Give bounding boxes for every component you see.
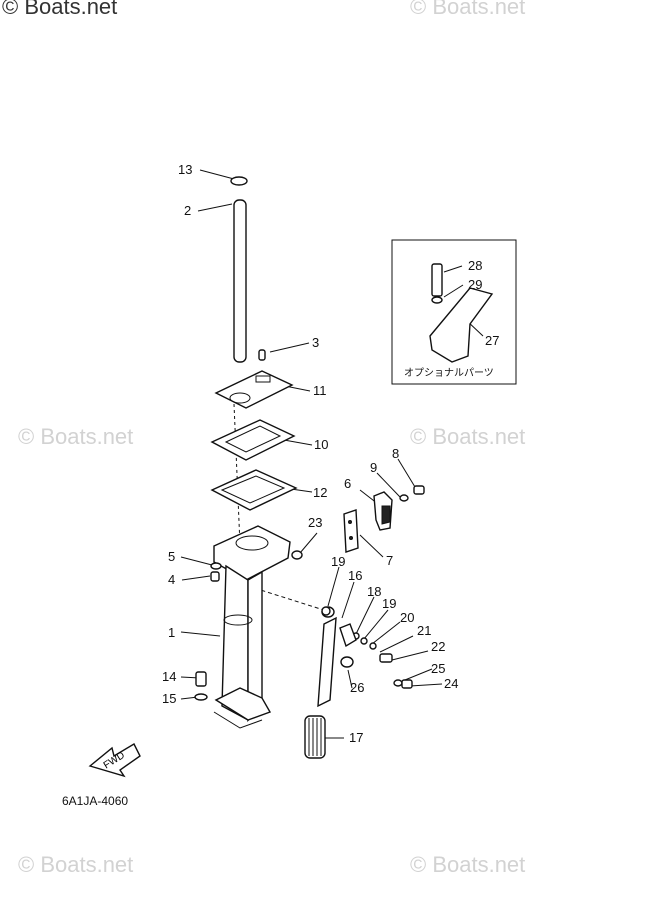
part-19-washer-a (321, 606, 331, 616)
part-15-washer (194, 693, 208, 701)
callout-19-a: 19 (331, 554, 345, 569)
callout-26: 26 (350, 680, 364, 695)
part-21-washer (369, 642, 377, 650)
part-5-washer (210, 562, 222, 570)
callout-8: 8 (392, 446, 399, 461)
callout-25: 25 (431, 661, 445, 676)
part-28-bolt (431, 263, 443, 297)
callout-27: 27 (485, 333, 499, 348)
callout-15: 15 (162, 691, 176, 706)
callout-21: 21 (417, 623, 431, 638)
diagram-code: 6A1JA-4060 (62, 794, 129, 808)
callout-13: 13 (178, 162, 192, 177)
callout-6: 6 (344, 476, 351, 491)
callout-18: 18 (367, 584, 381, 599)
part-14-bolt (195, 671, 207, 687)
part-29-washer (431, 296, 443, 304)
callout-5: 5 (168, 549, 175, 564)
callout-10: 10 (314, 437, 328, 452)
callout-19-b: 19 (382, 596, 396, 611)
part-4-bolt (210, 571, 220, 582)
part-16-tiller-arm (317, 606, 337, 708)
part-18-bushing (339, 623, 357, 648)
leader-lines (180, 169, 484, 739)
callout-16: 16 (348, 568, 362, 583)
callout-17: 17 (349, 730, 363, 745)
callout-20: 20 (400, 610, 414, 625)
callout-2: 2 (184, 203, 191, 218)
part-3-pin (258, 349, 266, 361)
part-1-housing (213, 525, 291, 729)
callout-14: 14 (162, 669, 176, 684)
callout-9: 9 (370, 460, 377, 475)
part-2-tube (233, 199, 247, 363)
part-25-washer (393, 679, 403, 687)
callouts: 13 2 3 11 10 12 5 4 1 14 15 23 6 9 8 7 1… (162, 162, 499, 745)
callout-12: 12 (313, 485, 327, 500)
callout-4: 4 (168, 572, 175, 587)
optional-parts-label: オプショナルパーツ (404, 367, 494, 379)
part-22-bolt (379, 653, 393, 663)
part-27-bracket (429, 287, 494, 363)
part-8-bolt (413, 485, 425, 495)
part-7-bracket (343, 509, 359, 553)
part-17-grip (304, 715, 326, 759)
watermark-top-left: © Boats.net (2, 0, 118, 19)
watermark-top-right: © Boats.net (410, 0, 526, 19)
callout-3: 3 (312, 335, 319, 350)
callout-22: 22 (431, 639, 445, 654)
part-11-plate (214, 370, 294, 409)
part-6-bracket (373, 491, 393, 531)
part-12-gasket (210, 469, 298, 511)
callout-24: 24 (444, 676, 458, 691)
optional-parts-box: オプショナルパーツ (391, 239, 517, 385)
part-23-spacer (291, 550, 303, 560)
part-24-screw (401, 679, 413, 689)
callout-29: 29 (468, 277, 482, 292)
watermark-mid-left: © Boats.net (18, 424, 134, 449)
part-9-washer (399, 494, 409, 502)
watermark-bottom-left: © Boats.net (18, 852, 134, 877)
part-20-washer (360, 637, 368, 645)
watermark-mid-right: © Boats.net (410, 424, 526, 449)
callout-1: 1 (168, 625, 175, 640)
forward-arrow: FWD (88, 743, 141, 778)
callout-7: 7 (386, 553, 393, 568)
part-13-cap (230, 176, 248, 186)
part-10-gasket (210, 419, 296, 461)
callout-23: 23 (308, 515, 322, 530)
part-26-cap (340, 656, 354, 668)
watermark-bottom-right: © Boats.net (410, 852, 526, 877)
callout-11: 11 (313, 383, 327, 398)
callout-28: 28 (468, 258, 482, 273)
